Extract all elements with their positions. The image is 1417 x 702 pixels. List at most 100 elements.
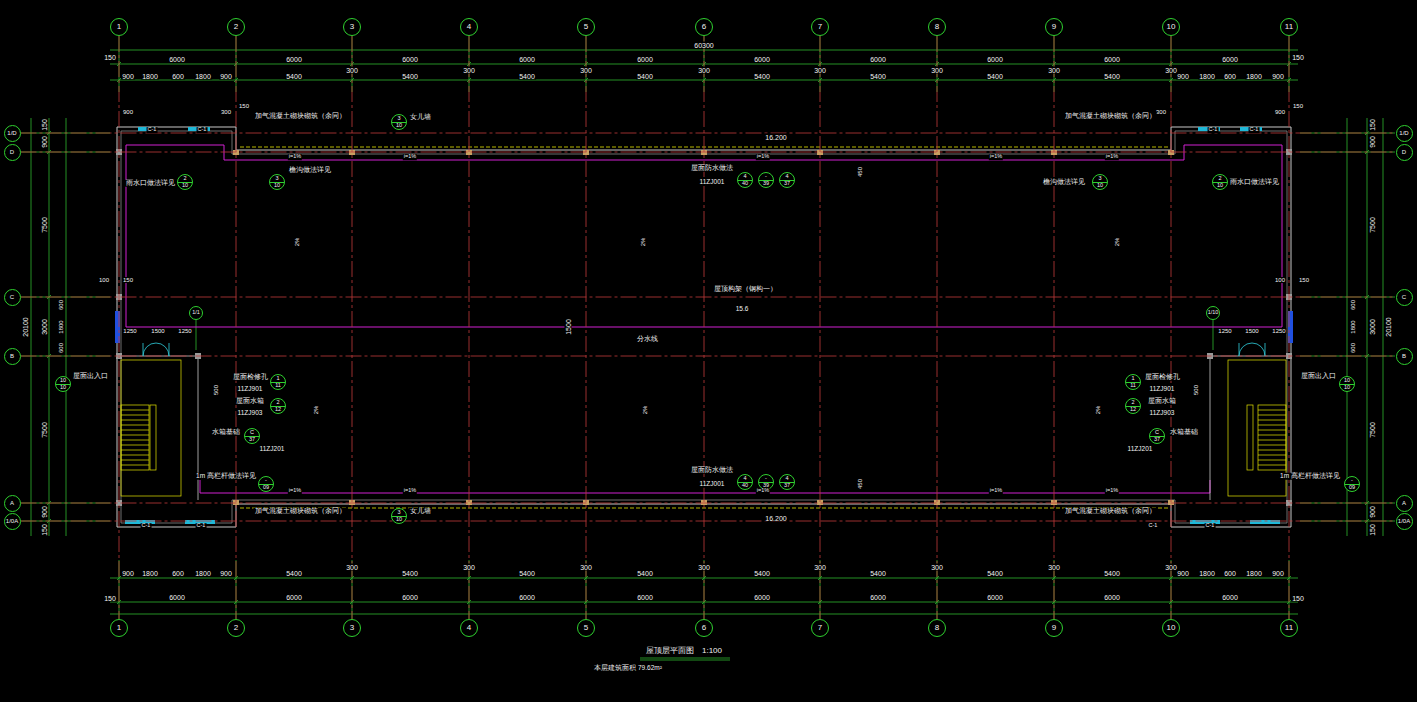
callout-row: 10 bbox=[1163, 624, 1179, 632]
axis-number: 3 bbox=[397, 509, 400, 515]
note-text: i=1% bbox=[403, 154, 417, 160]
axis-number: 3 bbox=[350, 22, 354, 31]
dimension-text: 100 bbox=[1274, 277, 1286, 283]
drawing-title: 屋顶层平面图 bbox=[645, 647, 695, 655]
detail-callout: 111 bbox=[1125, 374, 1141, 390]
axis-number: - bbox=[765, 475, 767, 481]
detail-callout: 310 bbox=[391, 508, 407, 524]
note-text: 11ZJ201 bbox=[259, 446, 286, 453]
grid-bubble: 9 bbox=[1045, 18, 1063, 36]
sheet-number: 10 bbox=[1097, 182, 1103, 188]
axis-number: B bbox=[1402, 353, 1406, 359]
dimension-text: 600 bbox=[1350, 299, 1356, 311]
axis-number: 3 bbox=[275, 175, 278, 181]
callout-row: 9 bbox=[1046, 624, 1062, 632]
note-text: 11ZJ901 bbox=[1149, 386, 1176, 393]
axis-line bbox=[21, 356, 1396, 357]
callout-row: 37 bbox=[1150, 436, 1164, 443]
note-text: 11ZJ903 bbox=[237, 410, 264, 417]
note-text: 2% bbox=[1095, 405, 1101, 416]
dimension-text: 300 bbox=[579, 67, 593, 74]
axis-number: 5 bbox=[584, 623, 588, 632]
dimension-text: 150 bbox=[122, 277, 134, 283]
callout-row: 3 bbox=[344, 23, 360, 31]
sheet-number: 10 bbox=[60, 384, 66, 390]
dimension-text: 150 bbox=[103, 54, 117, 61]
axis-number: 2 bbox=[183, 175, 186, 181]
dimension-text: 900 bbox=[219, 73, 233, 80]
axis-number: - bbox=[765, 173, 767, 179]
dimension-text: 300 bbox=[345, 564, 359, 571]
axis-number: B bbox=[10, 353, 14, 359]
callout-row: 6 bbox=[696, 23, 712, 31]
callout-row: 40 bbox=[738, 482, 752, 489]
note-text: i=1% bbox=[403, 488, 417, 494]
dimension-text: 3000 bbox=[1369, 318, 1376, 336]
note-text: 分水线 bbox=[636, 336, 659, 343]
dimension-text: 150 bbox=[1369, 523, 1376, 537]
axis-number: A bbox=[1402, 500, 1406, 506]
dimension-text: 6000 bbox=[401, 56, 419, 63]
grid-bubble: 3 bbox=[343, 18, 361, 36]
axis-number: 1/D bbox=[7, 130, 16, 136]
axis-bubble: 1/0A bbox=[1396, 513, 1413, 530]
axis-number: C bbox=[1155, 429, 1159, 435]
axis-line bbox=[21, 297, 1396, 298]
callout-row: 1/1 bbox=[190, 310, 202, 316]
dimension-text: 300 bbox=[697, 564, 711, 571]
sheet-number: 10 bbox=[1344, 384, 1350, 390]
dimension-text: 300 bbox=[813, 67, 827, 74]
callout-row: 11 bbox=[1281, 624, 1297, 632]
callout-row: D bbox=[5, 149, 20, 155]
dimension-text: 900 bbox=[1271, 570, 1285, 577]
detail-callout: 310 bbox=[1092, 174, 1108, 190]
grid-bubble: 8 bbox=[928, 619, 946, 637]
callout-row: 8 bbox=[929, 624, 945, 632]
callout-row: A bbox=[1397, 500, 1412, 506]
grid-bubble: 6 bbox=[695, 18, 713, 36]
detail-callout: 437 bbox=[779, 474, 795, 490]
axis-number: 4 bbox=[785, 173, 788, 179]
callout-row: 10 bbox=[392, 516, 406, 523]
dimension-text: 150 bbox=[1369, 118, 1376, 132]
note-text: C-1 bbox=[1205, 523, 1216, 529]
detail-callout: -09 bbox=[258, 476, 274, 492]
note-text: C-1 bbox=[1249, 127, 1260, 133]
axis-number: 4 bbox=[467, 623, 471, 632]
note-text: 雨水口做法详见 bbox=[125, 180, 176, 187]
grid-bubble: 3 bbox=[343, 619, 361, 637]
axis-number: - bbox=[1351, 477, 1353, 483]
note-text: 加气混凝土砌块砌筑（余同） bbox=[1064, 113, 1157, 120]
detail-callout: 1010 bbox=[55, 376, 71, 392]
note-text: C-1 bbox=[141, 523, 152, 529]
note-text: i=1% bbox=[288, 488, 302, 494]
callout-row: 10 bbox=[392, 122, 406, 129]
note-text: i=1% bbox=[1105, 488, 1119, 494]
callout-row: 11 bbox=[271, 382, 285, 389]
sheet-number: 12 bbox=[275, 406, 281, 412]
grid-bubble: 4 bbox=[460, 619, 478, 637]
dimension-text: 900 bbox=[1176, 73, 1190, 80]
dimension-text: 20100 bbox=[22, 316, 29, 337]
axis-number: 11 bbox=[1285, 22, 1293, 31]
axis-number: D bbox=[10, 149, 14, 155]
dimension-text: 1800 bbox=[58, 319, 64, 334]
dimension-text: 6000 bbox=[753, 594, 771, 601]
dimension-text: 1500 bbox=[1244, 328, 1259, 334]
detail-callout: -39 bbox=[758, 172, 774, 188]
dimension-text: 5400 bbox=[869, 73, 887, 80]
callout-row: C bbox=[5, 294, 20, 300]
dimension-text: 1800 bbox=[141, 570, 159, 577]
dimension-text: 300 bbox=[220, 109, 232, 115]
columns bbox=[233, 150, 1174, 505]
dimension-text: 1250 bbox=[1271, 328, 1286, 334]
grid-bubble: 1 bbox=[110, 18, 128, 36]
axis-bubble: C bbox=[4, 289, 21, 306]
dimension-text: 150 bbox=[1291, 54, 1305, 61]
detail-callout: 111 bbox=[270, 374, 286, 390]
detail-callout: 310 bbox=[269, 174, 285, 190]
sheet-number: 40 bbox=[742, 180, 748, 186]
dimension-text: 5400 bbox=[518, 73, 536, 80]
dimension-text: 600 bbox=[1350, 342, 1356, 354]
